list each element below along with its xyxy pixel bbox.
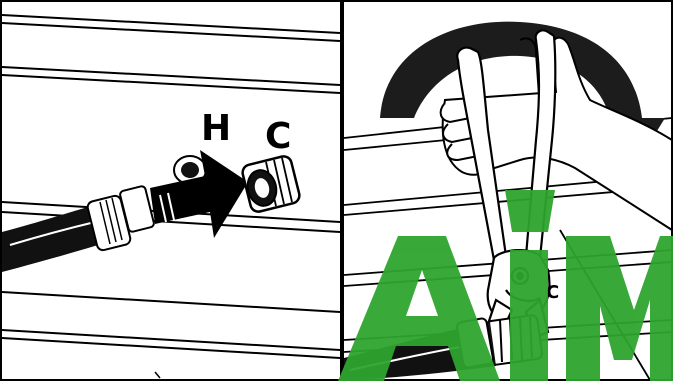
hot-label: H xyxy=(201,108,231,149)
cold-label: C xyxy=(265,116,291,157)
cold-connector-icon xyxy=(241,155,301,214)
left-panel: H C xyxy=(1,1,341,380)
